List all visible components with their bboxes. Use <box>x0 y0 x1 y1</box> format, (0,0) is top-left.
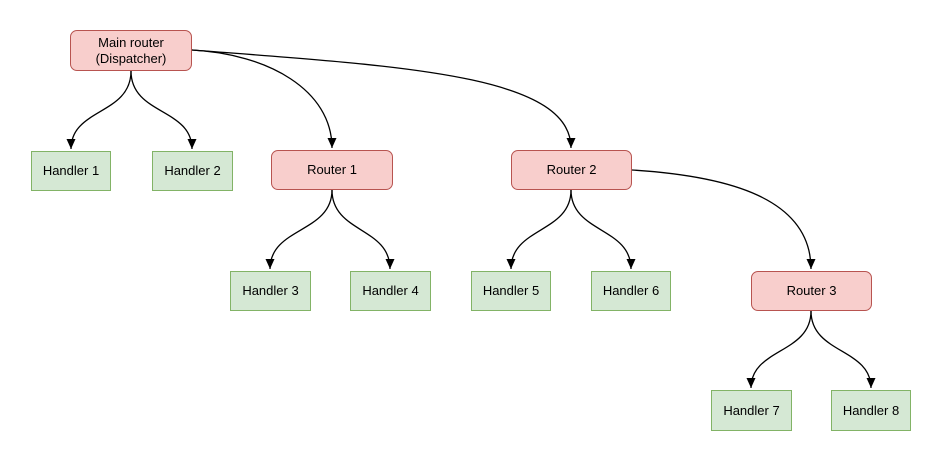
edge-router1-to-handler3 <box>265 189 333 270</box>
node-handler-5: Handler 5 <box>471 271 551 311</box>
edge-main-to-handler1 <box>66 70 132 150</box>
node-handler-6-label: Handler 6 <box>602 283 660 298</box>
node-main-router: Main router (Dispatcher) <box>70 30 192 71</box>
node-handler-1: Handler 1 <box>31 151 111 191</box>
node-handler-8-label: Handler 8 <box>842 402 900 418</box>
node-router-1: Router 1 <box>271 150 393 190</box>
edge-main-to-handler2 <box>130 70 197 150</box>
edge-router2-to-handler5 <box>506 189 572 270</box>
node-handler-4: Handler 4 <box>350 271 431 311</box>
node-handler-7: Handler 7 <box>711 390 792 431</box>
edge-router3-to-handler8 <box>810 310 876 389</box>
node-handler-4-label: Handler 4 <box>362 283 419 298</box>
edge-router1-to-handler4 <box>331 189 395 270</box>
edge-router2-to-handler6 <box>570 189 636 270</box>
node-handler-2: Handler 2 <box>152 151 233 191</box>
node-handler-1-label: Handler 1 <box>42 163 100 178</box>
node-handler-2-label: Handler 2 <box>164 163 221 178</box>
node-handler-3: Handler 3 <box>230 271 311 311</box>
node-handler-7-label: Handler 7 <box>723 402 780 418</box>
edge-router3-to-handler7 <box>746 310 812 389</box>
node-handler-5-label: Handler 5 <box>482 283 540 298</box>
node-router-3-label: Router 3 <box>786 283 837 298</box>
node-handler-3-label: Handler 3 <box>242 283 299 298</box>
node-router-2: Router 2 <box>511 150 632 190</box>
edge-main-to-router2 <box>191 49 576 149</box>
node-router-3: Router 3 <box>751 271 872 311</box>
node-main-router-label-line2: (Dispatcher) <box>95 50 167 66</box>
edge-router2-to-router3 <box>631 169 816 270</box>
node-main-router-label-line1: Main router <box>98 34 164 50</box>
node-handler-6: Handler 6 <box>591 271 671 311</box>
node-router-1-label: Router 1 <box>307 162 357 177</box>
node-handler-8: Handler 8 <box>831 390 911 431</box>
edge-main-to-router1 <box>191 49 337 149</box>
node-router-2-label: Router 2 <box>546 162 597 177</box>
